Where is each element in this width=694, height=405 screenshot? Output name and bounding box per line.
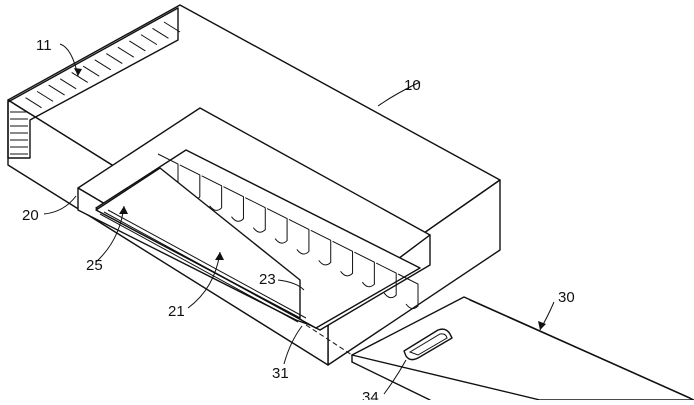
tray-rail-1	[99, 213, 299, 323]
drawer-panel	[305, 296, 694, 401]
handle-recess	[408, 333, 448, 356]
grille-slat	[117, 46, 135, 58]
handle-outline	[403, 328, 453, 361]
drawer-rim-line	[469, 299, 691, 399]
grille-slat	[25, 97, 42, 109]
heat-fin	[375, 262, 397, 299]
label-31: 31	[272, 365, 289, 382]
drawer-top-face	[351, 296, 694, 401]
label-34: 34	[362, 389, 379, 400]
grille-slat	[140, 34, 158, 46]
arrow-11	[74, 68, 82, 76]
label-23: 23	[259, 271, 276, 288]
leader-31	[283, 325, 303, 365]
label-30: 30	[558, 289, 575, 306]
label-11: 11	[36, 37, 52, 54]
grille-frame	[7, 7, 179, 159]
heat-fin	[223, 186, 244, 222]
label-20: 20	[22, 207, 39, 224]
heat-fin	[310, 229, 332, 266]
label-10: 10	[404, 77, 421, 94]
arrow-21	[215, 252, 224, 260]
label-25: 25	[86, 257, 103, 274]
heat-fin	[201, 175, 223, 211]
leader-34	[383, 359, 407, 395]
heat-fin	[354, 251, 375, 288]
grille-slat	[82, 65, 100, 77]
arrow-25	[119, 206, 128, 214]
grille-slat	[94, 59, 112, 71]
drawer-front-edge	[351, 361, 431, 401]
tray-rail-2	[103, 211, 303, 321]
heat-fin	[245, 197, 266, 233]
heat-fin	[288, 219, 310, 255]
grille-slat	[129, 40, 146, 52]
heat-fin	[266, 208, 288, 244]
grille-slat	[71, 72, 88, 83]
drawer-guide-dashed	[305, 324, 353, 356]
grille-slats	[10, 21, 181, 155]
leader-10	[377, 81, 421, 107]
grille-slat	[106, 53, 123, 64]
grille-slat	[36, 90, 54, 102]
grille-slat	[163, 21, 181, 33]
leader-20	[43, 195, 77, 215]
vent-grille	[7, 7, 181, 159]
drawer-handle	[403, 328, 453, 361]
tray-rail-3	[107, 209, 307, 319]
tray	[95, 167, 307, 323]
arrowheads	[74, 68, 546, 330]
grille-slat	[48, 84, 65, 96]
arrow-30	[538, 321, 546, 330]
label-21: 21	[168, 303, 185, 320]
heat-fin	[332, 240, 354, 277]
heat-fin	[397, 273, 419, 310]
grille-slat	[152, 27, 169, 39]
grille-slat	[59, 78, 77, 90]
leader-23	[277, 279, 305, 291]
